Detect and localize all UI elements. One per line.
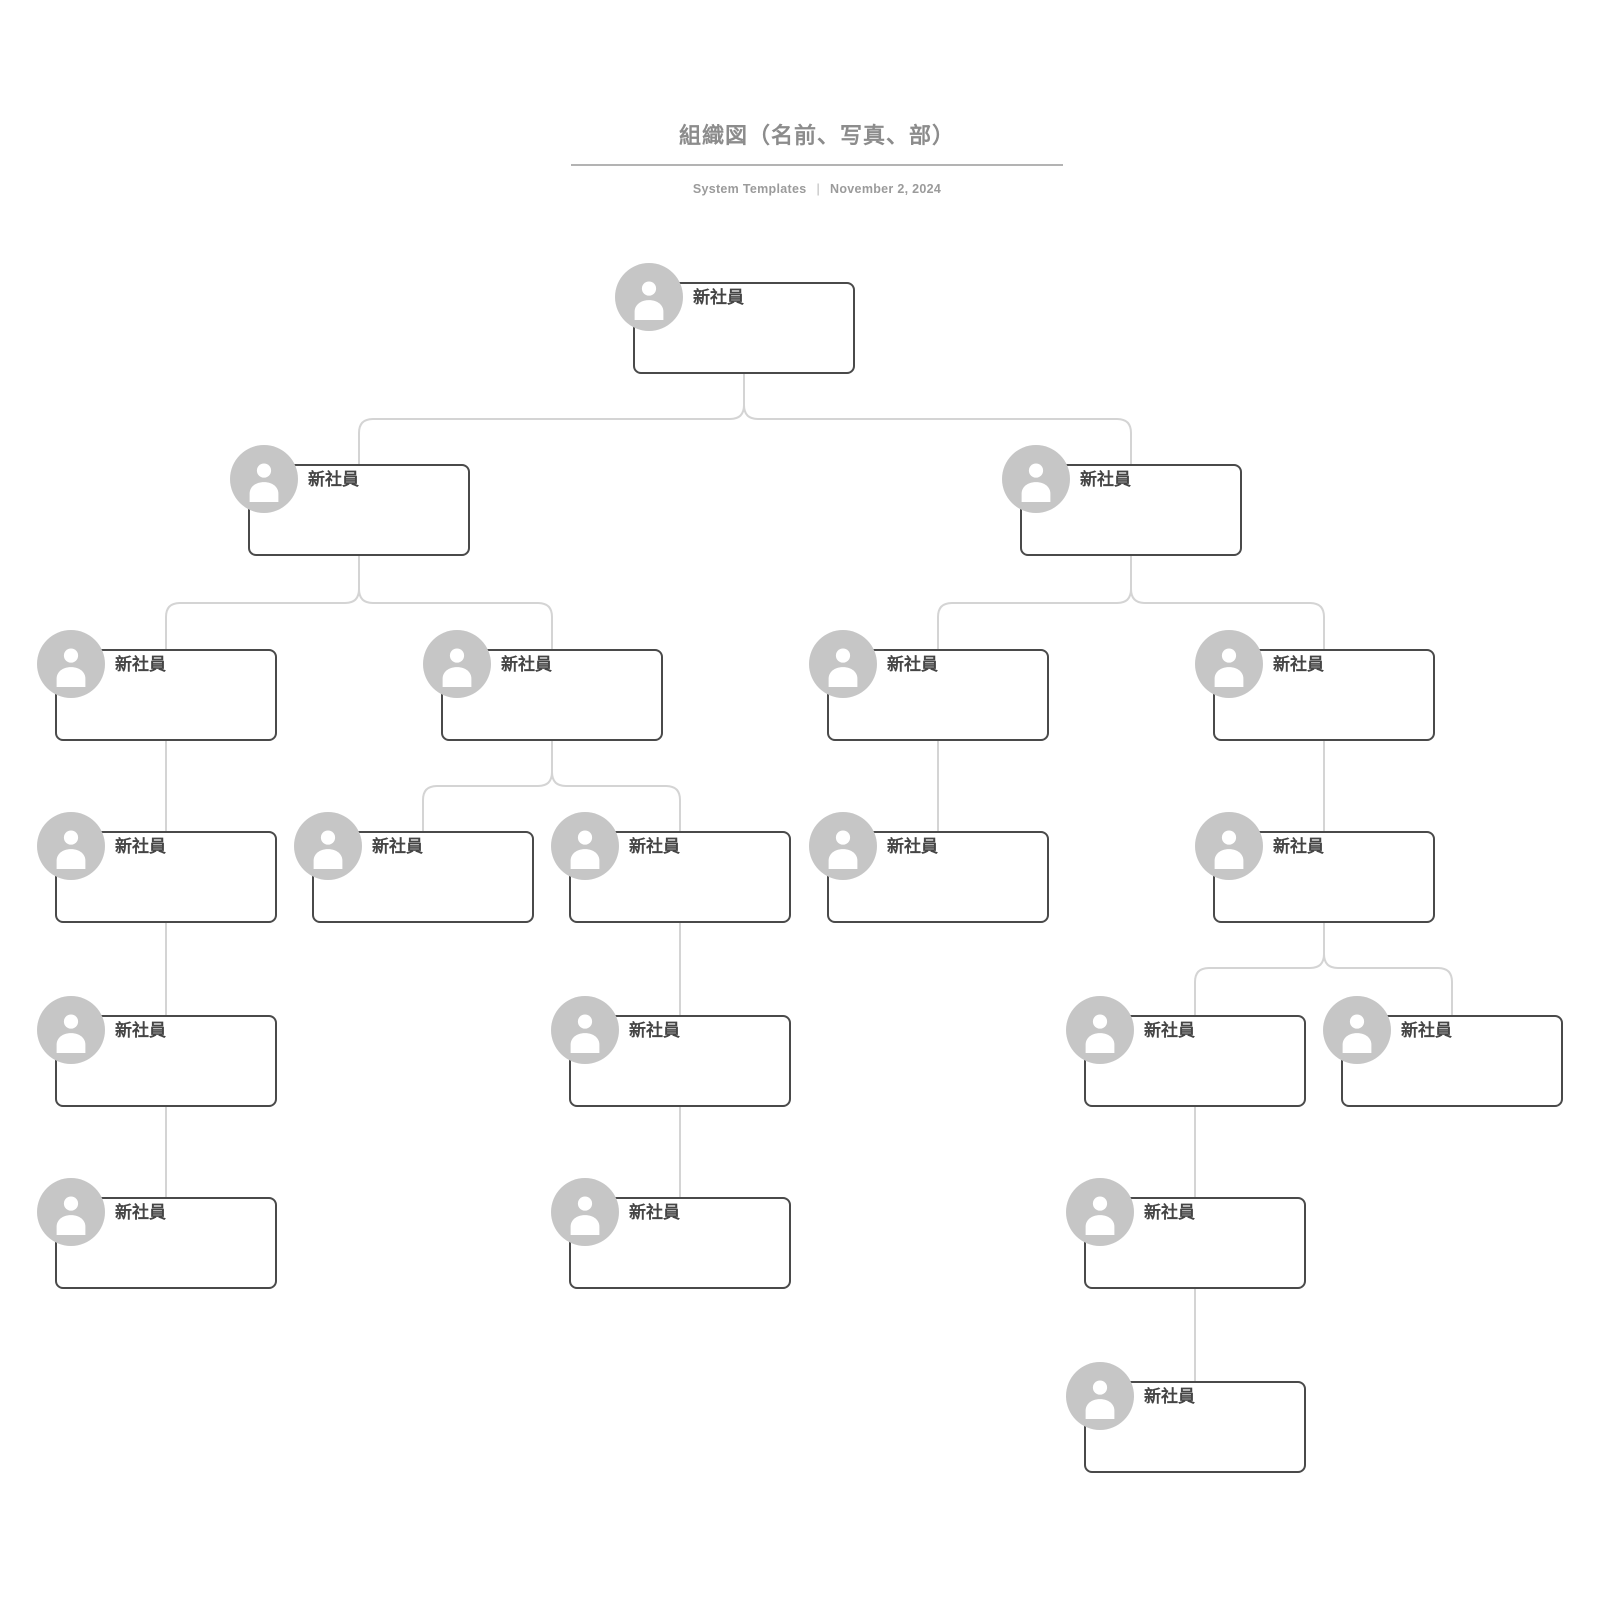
org-node-n13[interactable]: 新社員 bbox=[551, 996, 791, 1107]
person-avatar-icon bbox=[551, 996, 619, 1064]
org-node-n11[interactable]: 新社員 bbox=[1195, 812, 1435, 923]
org-node-label: 新社員 bbox=[1144, 1021, 1195, 1040]
person-avatar-icon bbox=[1002, 445, 1070, 513]
org-node-label: 新社員 bbox=[1401, 1021, 1452, 1040]
person-avatar-icon bbox=[294, 812, 362, 880]
person-avatar-icon bbox=[230, 445, 298, 513]
org-node-label: 新社員 bbox=[115, 1203, 166, 1222]
org-node-label: 新社員 bbox=[1080, 470, 1131, 489]
org-node-n2[interactable]: 新社員 bbox=[1002, 445, 1242, 556]
org-node-label: 新社員 bbox=[693, 288, 744, 307]
person-avatar-icon bbox=[423, 630, 491, 698]
org-node-label: 新社員 bbox=[1144, 1203, 1195, 1222]
org-node-label: 新社員 bbox=[501, 655, 552, 674]
person-avatar-icon bbox=[37, 812, 105, 880]
org-node-n10[interactable]: 新社員 bbox=[809, 812, 1049, 923]
org-node-n12[interactable]: 新社員 bbox=[37, 996, 277, 1107]
org-connector bbox=[1323, 923, 1453, 1015]
org-connector bbox=[551, 741, 681, 831]
org-node-n7[interactable]: 新社員 bbox=[37, 812, 277, 923]
org-node-n5[interactable]: 新社員 bbox=[809, 630, 1049, 741]
org-node-label: 新社員 bbox=[1273, 655, 1324, 674]
org-connector bbox=[422, 741, 553, 831]
document-header: 組織図（名前、写真、部） System Templates | November 2… bbox=[571, 118, 1063, 196]
org-node-n9[interactable]: 新社員 bbox=[551, 812, 791, 923]
org-node-n0[interactable]: 新社員 bbox=[615, 263, 855, 374]
person-avatar-icon bbox=[809, 630, 877, 698]
person-avatar-icon bbox=[1195, 630, 1263, 698]
org-node-label: 新社員 bbox=[629, 1021, 680, 1040]
person-avatar-icon bbox=[1323, 996, 1391, 1064]
org-node-n15[interactable]: 新社員 bbox=[1323, 996, 1563, 1107]
org-node-label: 新社員 bbox=[115, 837, 166, 856]
subtitle-separator: | bbox=[816, 182, 821, 196]
org-connector bbox=[937, 556, 1132, 649]
org-node-n3[interactable]: 新社員 bbox=[37, 630, 277, 741]
org-node-label: 新社員 bbox=[1273, 837, 1324, 856]
person-avatar-icon bbox=[551, 812, 619, 880]
org-node-n4[interactable]: 新社員 bbox=[423, 630, 663, 741]
org-node-label: 新社員 bbox=[115, 655, 166, 674]
org-node-n19[interactable]: 新社員 bbox=[1066, 1362, 1306, 1473]
org-node-label: 新社員 bbox=[308, 470, 359, 489]
person-avatar-icon bbox=[37, 630, 105, 698]
document-subtitle: System Templates | November 2, 2024 bbox=[571, 182, 1063, 196]
person-avatar-icon bbox=[809, 812, 877, 880]
org-connector bbox=[358, 374, 745, 464]
org-node-n1[interactable]: 新社員 bbox=[230, 445, 470, 556]
page-title: 組織図（名前、写真、部） bbox=[571, 118, 1063, 166]
person-avatar-icon bbox=[1066, 1178, 1134, 1246]
org-connector bbox=[165, 556, 360, 649]
org-connector bbox=[743, 374, 1132, 464]
org-node-label: 新社員 bbox=[887, 837, 938, 856]
org-node-n6[interactable]: 新社員 bbox=[1195, 630, 1435, 741]
org-node-n16[interactable]: 新社員 bbox=[37, 1178, 277, 1289]
org-node-label: 新社員 bbox=[372, 837, 423, 856]
person-avatar-icon bbox=[37, 1178, 105, 1246]
person-avatar-icon bbox=[1066, 1362, 1134, 1430]
person-avatar-icon bbox=[1066, 996, 1134, 1064]
org-node-label: 新社員 bbox=[629, 837, 680, 856]
org-node-n18[interactable]: 新社員 bbox=[1066, 1178, 1306, 1289]
org-connector bbox=[358, 556, 553, 649]
org-node-label: 新社員 bbox=[115, 1021, 166, 1040]
org-node-label: 新社員 bbox=[1144, 1387, 1195, 1406]
person-avatar-icon bbox=[37, 996, 105, 1064]
date-label: November 2, 2024 bbox=[830, 182, 942, 196]
person-avatar-icon bbox=[615, 263, 683, 331]
org-node-label: 新社員 bbox=[887, 655, 938, 674]
person-avatar-icon bbox=[551, 1178, 619, 1246]
org-node-n14[interactable]: 新社員 bbox=[1066, 996, 1306, 1107]
org-node-n17[interactable]: 新社員 bbox=[551, 1178, 791, 1289]
org-connector bbox=[1130, 556, 1325, 649]
org-connector bbox=[1194, 923, 1325, 1015]
org-node-label: 新社員 bbox=[629, 1203, 680, 1222]
source-label: System Templates bbox=[692, 182, 807, 196]
person-avatar-icon bbox=[1195, 812, 1263, 880]
org-node-n8[interactable]: 新社員 bbox=[294, 812, 534, 923]
